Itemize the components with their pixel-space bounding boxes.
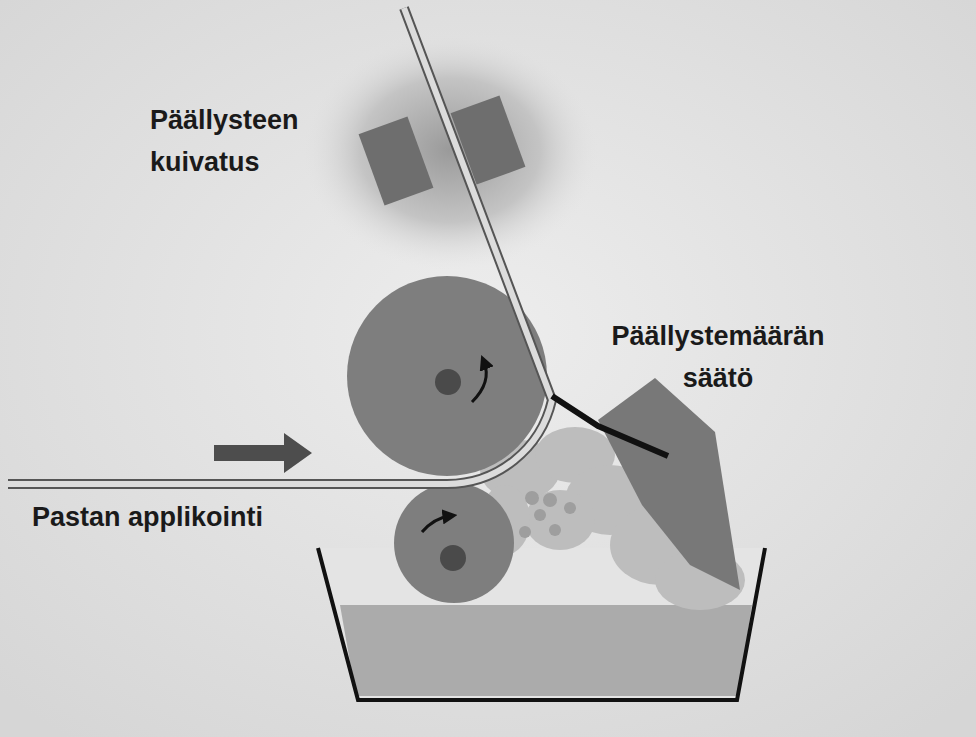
paste-bath bbox=[340, 605, 752, 696]
feed-arrow bbox=[214, 433, 312, 473]
tray-inner bbox=[318, 548, 765, 700]
rotation-arrow bbox=[422, 516, 450, 532]
dryer-unit bbox=[359, 116, 434, 205]
dryer-unit bbox=[451, 95, 526, 184]
applicator-roll bbox=[394, 483, 514, 603]
paste-drops bbox=[519, 491, 576, 538]
process-label: Päällystemäärän säätö bbox=[578, 316, 858, 400]
roll-hub bbox=[440, 545, 466, 571]
process-label: Pastan applikointi bbox=[32, 497, 372, 539]
tray bbox=[318, 548, 765, 700]
process-label: Päällysteen kuivatus bbox=[150, 100, 390, 184]
roll-hub bbox=[435, 369, 461, 395]
doctor-blade bbox=[552, 396, 668, 456]
paper-web bbox=[8, 8, 552, 484]
dryer-glow bbox=[300, 30, 600, 270]
blade-holder bbox=[598, 378, 740, 590]
rotation-arrow bbox=[472, 362, 486, 402]
paper-web bbox=[8, 8, 552, 484]
